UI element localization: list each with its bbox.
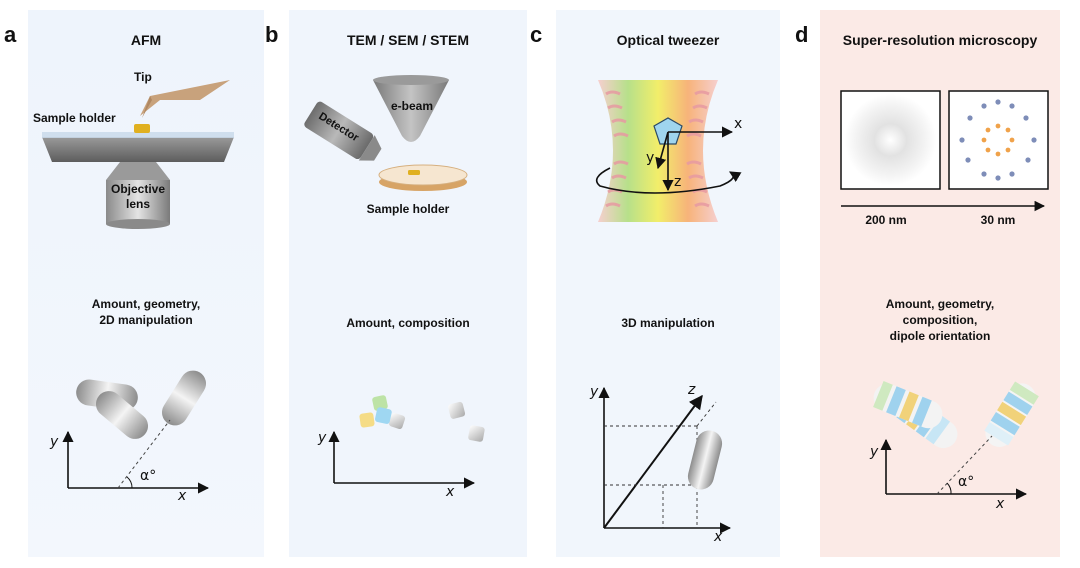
cube [388,412,406,430]
tweezer-x-axis-label: x [714,529,723,545]
afm-rods [76,370,207,439]
caption-afm-line2: 2D manipulation [99,313,193,327]
detector [304,101,382,161]
caption-afm-line1: Amount, geometry, [91,297,201,311]
caption-superres-line3: dipole orientation [889,329,991,343]
panel-letter-c: c [530,22,543,47]
caption-superres-line1: Amount, geometry, [885,297,995,311]
tem-sample-holder [378,164,468,186]
cube [359,412,375,428]
cube [372,395,388,411]
panel-title-optical: Optical tweezer [616,32,720,48]
tem-sample-holder-label: Sample holder [367,202,450,216]
afm-stage [42,137,234,162]
cube [468,425,485,442]
panel-title-superres: Super-resolution microscopy [842,32,1038,48]
tip-label: Tip [134,70,152,84]
tem-x-axis-label: x [446,484,455,500]
superres-rods [873,381,1039,449]
tem-nanocubes [359,395,485,442]
rod [687,430,723,490]
tweezer-z-label: z [674,174,681,190]
afm-x-axis-label: x [178,488,187,504]
afm-setup [42,80,234,229]
objective-lens [106,180,170,224]
trapped-diamond [653,117,683,145]
caption-tem-line1: Amount, composition [346,316,470,330]
tweezer-y-label: y [646,150,654,166]
caption-superres: Amount, geometry, composition, dipole or… [820,296,1060,344]
tem-y-axis-label: y [318,430,327,446]
tem-axes [328,430,476,489]
superres-angle-label: α° [958,474,975,490]
caption-tem: Amount, composition [289,315,527,331]
tweezer-3d-axes [598,386,732,534]
afm-angle-label: α° [140,468,157,484]
afm-sample-holder-label: Sample holder [33,111,116,125]
rod [95,391,149,439]
rod [161,370,207,426]
caption-superres-line2: composition, [902,313,978,327]
scale-200nm-label: 200 nm [865,213,906,227]
superres-images [840,90,1049,212]
superres-axes [880,435,1028,500]
caption-afm: Amount, geometry, 2D manipulation [28,296,264,328]
panel-letter-d: d [795,22,809,47]
afm-sample [134,124,150,133]
panel-title-tem: TEM / SEM / STEM [346,32,470,48]
tweezer-x-label: x [734,116,742,132]
tweezer-beam [595,80,742,222]
tweezer-y-axis-label: y [590,384,599,400]
caption-optical: 3D manipulation [556,315,780,331]
panel-letter-b: b [265,22,279,47]
cube [375,407,392,424]
afm-axes [62,419,210,494]
panel-letter-a: a [4,22,17,47]
ebeam-label: e-beam [391,99,433,113]
objective-label-line1: Objective [111,182,165,196]
afm-y-axis-label: y [50,434,59,450]
cube [448,401,466,419]
tem-setup [304,75,468,191]
panel-title-afm: AFM [130,32,162,48]
objective-label-line2: lens [126,197,150,211]
ebeam-column [373,80,449,142]
scale-30nm-label: 30 nm [981,213,1016,227]
caption-optical-line1: 3D manipulation [621,316,715,330]
afm-tip [140,80,230,116]
superres-y-axis-label: y [870,444,879,460]
tweezer-z-axis-label: z [688,382,696,398]
superres-x-axis-label: x [996,496,1005,512]
